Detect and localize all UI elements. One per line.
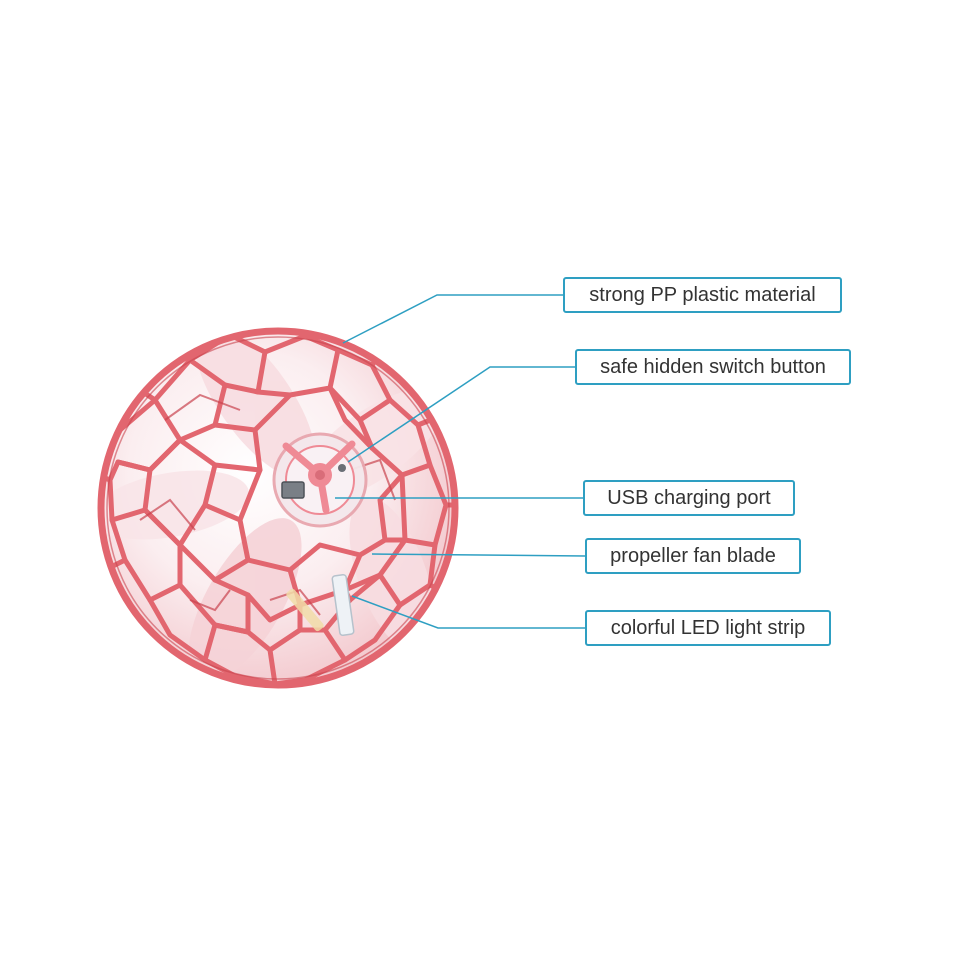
leader-line-material [342,294,563,344]
callout-material-label: strong PP plastic material [589,284,816,306]
leader-line-switch [347,366,575,463]
callout-switch: safe hidden switch button [575,349,851,385]
leader-line-blade [371,553,586,557]
central-hub [272,432,368,528]
callout-material: strong PP plastic material [563,277,842,313]
callout-usb: USB charging port [583,480,795,516]
callout-blade-label: propeller fan blade [610,545,776,567]
usb-charging-port [281,481,305,499]
led-light-strip [286,573,355,637]
callout-blade: propeller fan blade [585,538,801,574]
ball-rim [97,327,459,689]
callout-led: colorful LED light strip [585,610,831,646]
hidden-switch-button [338,464,346,472]
callout-led-label: colorful LED light strip [610,617,806,639]
leader-lines [335,294,586,629]
mesh-inner-strands [139,393,396,616]
callout-usb-label: USB charging port [607,487,771,509]
callout-switch-label: safe hidden switch button [600,356,826,378]
leader-line-led [351,595,585,629]
